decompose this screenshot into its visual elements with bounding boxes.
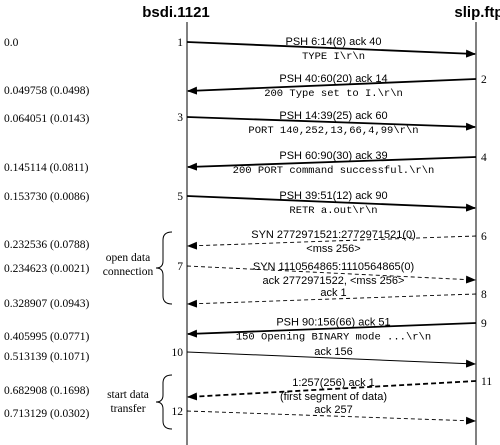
segment-number: 7 xyxy=(177,261,183,273)
segment-arrow xyxy=(186,41,476,58)
segment-label: 1:257(256) ack 1 xyxy=(292,377,375,389)
segment-arrow xyxy=(187,78,477,95)
segment-number: 10 xyxy=(172,347,184,359)
segment-time: 0.153730 (0.0086) xyxy=(4,191,89,203)
segment-arrow xyxy=(187,380,477,401)
segment-arrow xyxy=(186,116,476,131)
segment-data: 200 PORT command successful.\r\n xyxy=(233,165,435,177)
segment-time: 0.713129 (0.0302) xyxy=(4,408,89,420)
segment-time: 0.513139 (0.1071) xyxy=(4,351,89,363)
right-host-label: slip.ftp xyxy=(454,4,500,21)
segment-label: SYN 1110564865:1110564865(0) xyxy=(253,261,414,273)
segment-data: ack 2772971522, <mss 256> xyxy=(263,275,405,287)
segment-arrow xyxy=(187,235,477,250)
segment-time: 0.328907 (0.0943) xyxy=(4,298,89,310)
segment-number: 8 xyxy=(481,289,487,301)
left-host-label: bsdi.1121 xyxy=(142,4,210,21)
segment-arrow xyxy=(187,293,477,308)
segment-label: PSH 39:51(12) ack 90 xyxy=(279,190,387,202)
segment-data: (first segment of data) xyxy=(280,391,387,403)
segment-time: 0.145114 (0.0811) xyxy=(4,162,89,174)
segment-time: 0.405995 (0.0771) xyxy=(4,331,89,343)
segment-arrow xyxy=(186,265,476,284)
segment-time: 0.234623 (0.0021) xyxy=(4,263,89,275)
segment-number: 6 xyxy=(481,231,487,243)
segment-arrow xyxy=(186,195,476,212)
segment-number: 3 xyxy=(177,112,183,124)
segment-data: 150 Opening BINARY mode ...\r\n xyxy=(236,332,431,344)
segment-label: SYN 2772971521:2772971521(0) xyxy=(251,229,416,241)
segment-arrow xyxy=(186,351,476,368)
segment-number: 1 xyxy=(177,37,183,49)
segment-time: 0.049758 (0.0498) xyxy=(4,85,89,97)
segment-time: 0.064051 (0.0143) xyxy=(4,113,89,125)
open-data-label-line1: open data xyxy=(106,252,150,264)
segment-label: PSH 14:39(25) ack 60 xyxy=(279,110,387,122)
segment-number: 5 xyxy=(177,191,183,203)
segment-number: 12 xyxy=(172,406,184,418)
segment-time: 0.0 xyxy=(4,37,19,49)
segment-label: ack 156 xyxy=(314,346,353,358)
open-data-label-line2: connection xyxy=(103,266,154,278)
open-data-brace xyxy=(155,231,173,305)
segment-number: 9 xyxy=(481,318,487,330)
segment-label: ack 257 xyxy=(314,404,353,416)
segment-data: PORT 140,252,13,66,4,99\r\n xyxy=(248,125,418,137)
segment-label: PSH 40:60(20) ack 14 xyxy=(279,73,387,85)
start-transfer-label-line1: start data xyxy=(107,389,149,401)
start-transfer-label-line2: transfer xyxy=(110,403,145,415)
segment-arrow xyxy=(186,410,476,425)
segment-data: <mss 256> xyxy=(306,243,360,255)
segment-data: TYPE I\r\n xyxy=(302,51,365,63)
segment-list: 0.0 1 PSH 6:14(8) ack 40 TYPE I\r\n 0.049758… xyxy=(4,36,492,425)
segment-time: 0.232536 (0.0788) xyxy=(4,239,89,251)
segment-data: 200 Type set to I.\r\n xyxy=(264,88,403,100)
segment-arrow xyxy=(187,322,477,338)
segment-label: PSH 6:14(8) ack 40 xyxy=(286,36,382,48)
segment-arrow xyxy=(187,156,477,171)
segment-number: 4 xyxy=(481,152,487,164)
segment-number: 11 xyxy=(481,376,492,388)
segment-number: 2 xyxy=(481,74,487,86)
segment-label: PSH 60:90(30) ack 39 xyxy=(279,150,387,162)
start-transfer-brace xyxy=(155,374,173,430)
segment-label: ack 1 xyxy=(320,287,346,299)
segment-data: RETR a.out\r\n xyxy=(289,205,377,217)
segment-time: 0.682908 (0.1698) xyxy=(4,385,89,397)
segment-label: PSH 90:156(66) ack 51 xyxy=(276,317,390,329)
